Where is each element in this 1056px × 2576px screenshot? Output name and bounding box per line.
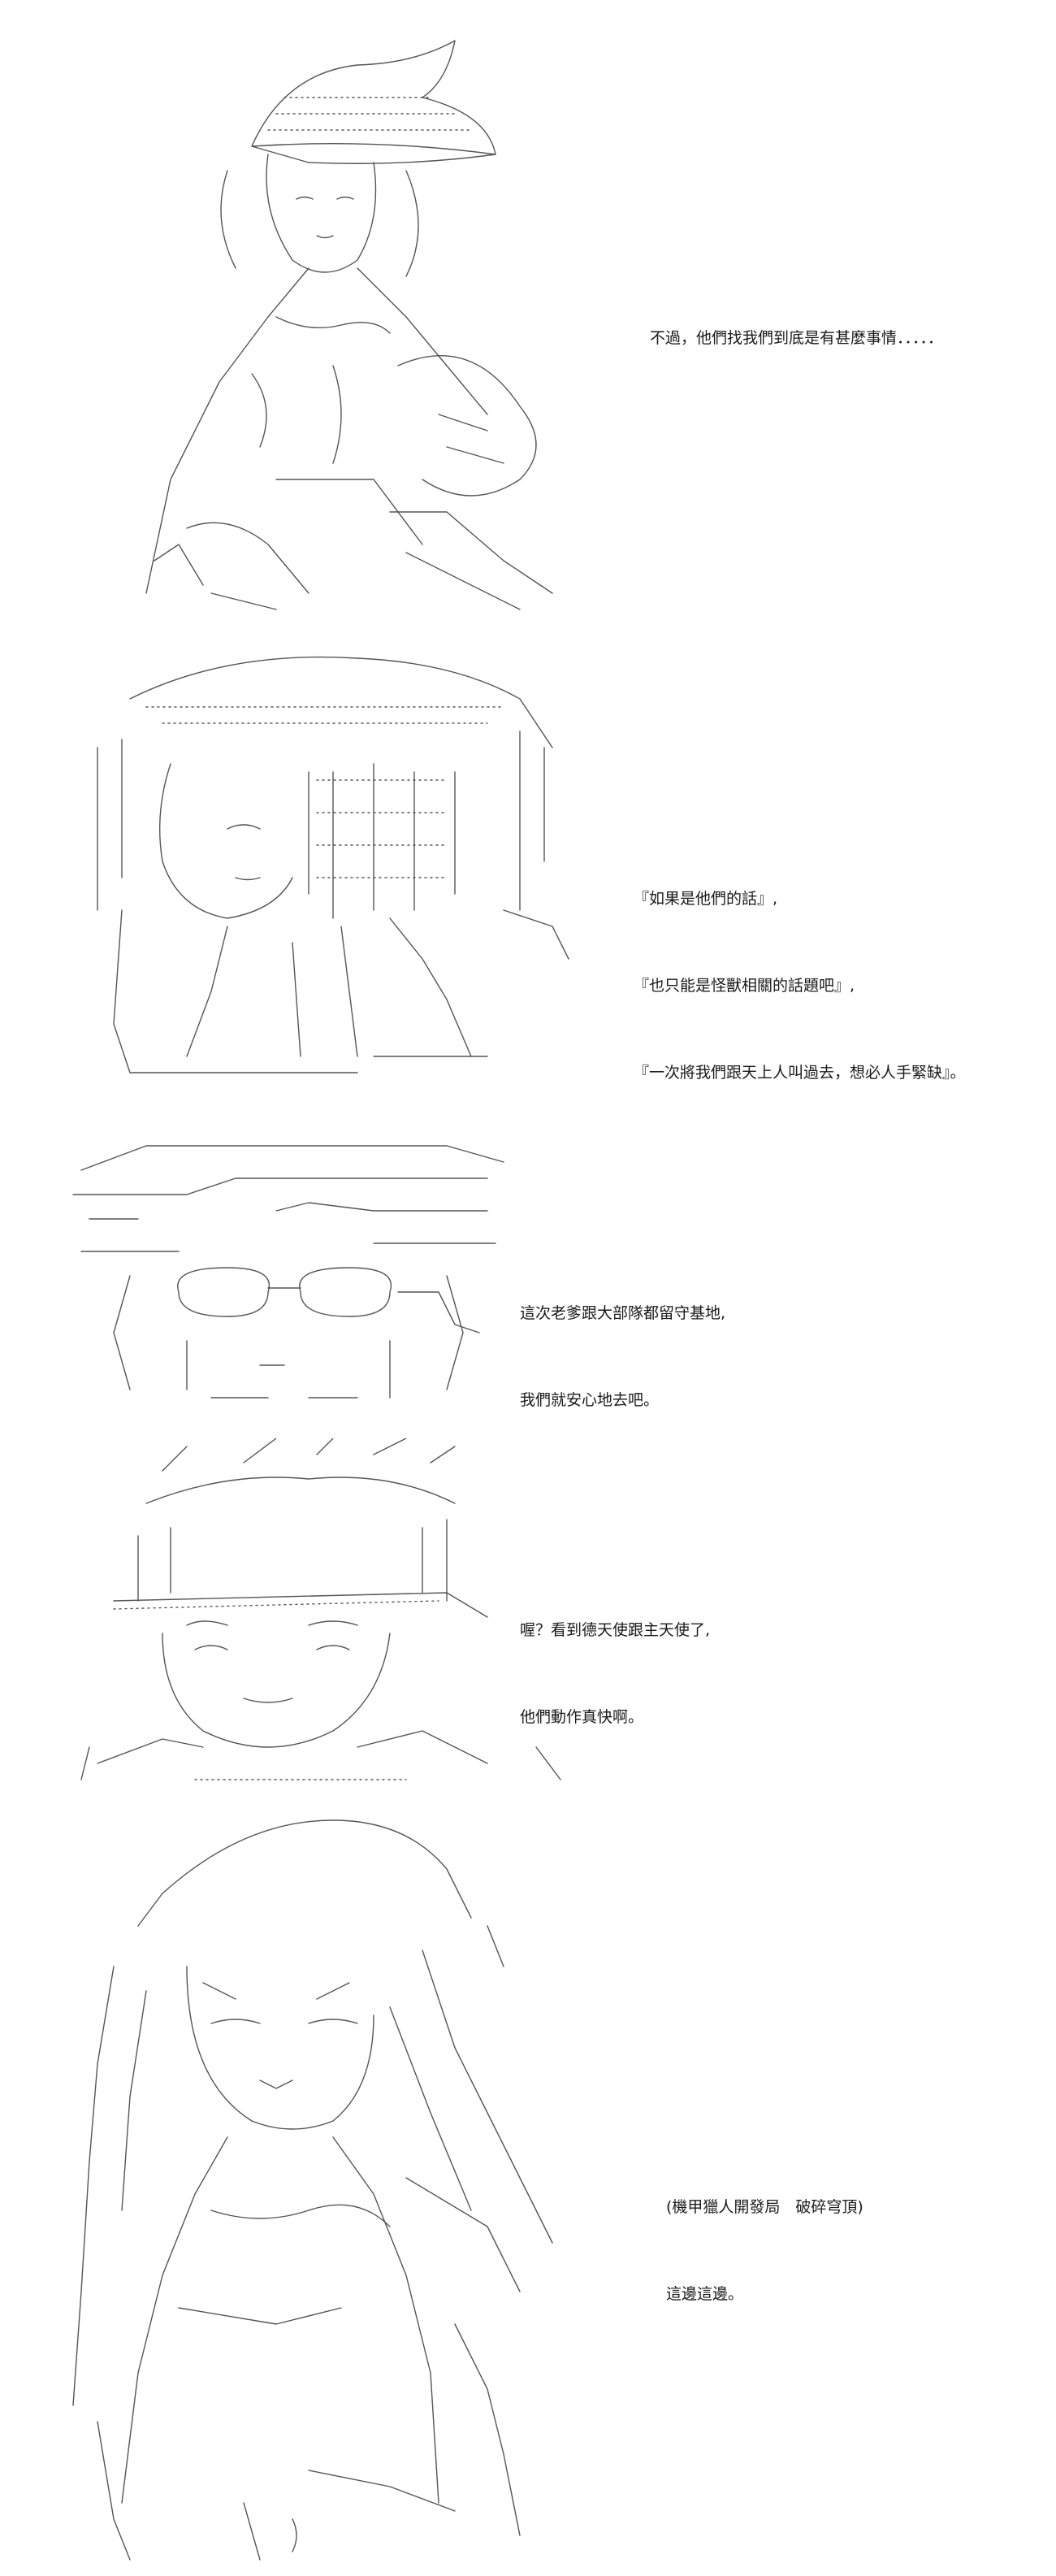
dialog-line: 『如果是他們的話』, [634,889,778,908]
witch-hat-girl-figure [145,40,553,610]
sunglasses-man-ascii-art [65,1130,585,1414]
dialog-line: 不過，他們找我們到底是有甚麼事情．．．．． [650,328,944,347]
long-hair-woman-ascii-art [65,1804,585,2568]
veiled-girl-ascii-art [65,650,585,1105]
panel-3-dialog: 這次老爹跟大部隊都留守基地, 我們就安心地去吧。 [520,1251,725,1475]
witch-hat-girl-ascii-art [65,24,585,626]
panel-4-dialog: 喔？看到德天使跟主天使了, 他們動作真快啊。 [520,1568,710,1792]
dialog-line: 『也只能是怪獸相關的話題吧』, [634,976,855,995]
dialog-line: 喔？看到德天使跟主天使了, [520,1620,711,1639]
dialog-line: 我們就安心地去吧。 [520,1390,660,1409]
panel-1-dialog: 不過，他們找我們到底是有甚麼事情．．．．． [650,276,943,413]
dialog-line: (機甲獵人開發局 破碎穹頂) [666,2197,863,2216]
sunglasses-man-figure [72,1145,504,1399]
headband-boy-ascii-art [65,1438,585,1788]
panel-3: 這次老爹跟大部隊都留守基地, 我們就安心地去吧。 [0,1121,1056,1422]
dialog-line: 他們動作真快啊。 [520,1707,644,1726]
panel-2: 『如果是他們的話』, 『也只能是怪獸相關的話題吧』, 『一次將我們跟天上人叫過去… [0,642,1056,1113]
headband-boy-figure [80,1438,561,1780]
long-hair-woman-figure [72,1819,553,2561]
panel-1: 不過，他們找我們到底是有甚麼事情．．．．． [0,0,1056,634]
dialog-line: 這次老爹跟大部隊都留守基地, [520,1303,726,1322]
panel-5-dialog: (機甲獵人開發局 破碎穹頂) 這邊這邊。 [666,2145,863,2369]
panel-2-dialog: 『如果是他們的話』, 『也只能是怪獸相關的話題吧』, 『一次將我們跟天上人叫過去… [634,837,966,1147]
panel-5: (機甲獵人開發局 破碎穹頂) 這邊這邊。 [0,1804,1056,2576]
panel-4: 喔？看到德天使跟主天使了, 他們動作真快啊。 [0,1430,1056,1796]
veiled-girl-figure [97,656,569,1073]
dialog-line: 這邊這邊。 [666,2284,744,2303]
dialog-line: 『一次將我們跟天上人叫過去，想必人手緊缺』。 [634,1064,966,1082]
